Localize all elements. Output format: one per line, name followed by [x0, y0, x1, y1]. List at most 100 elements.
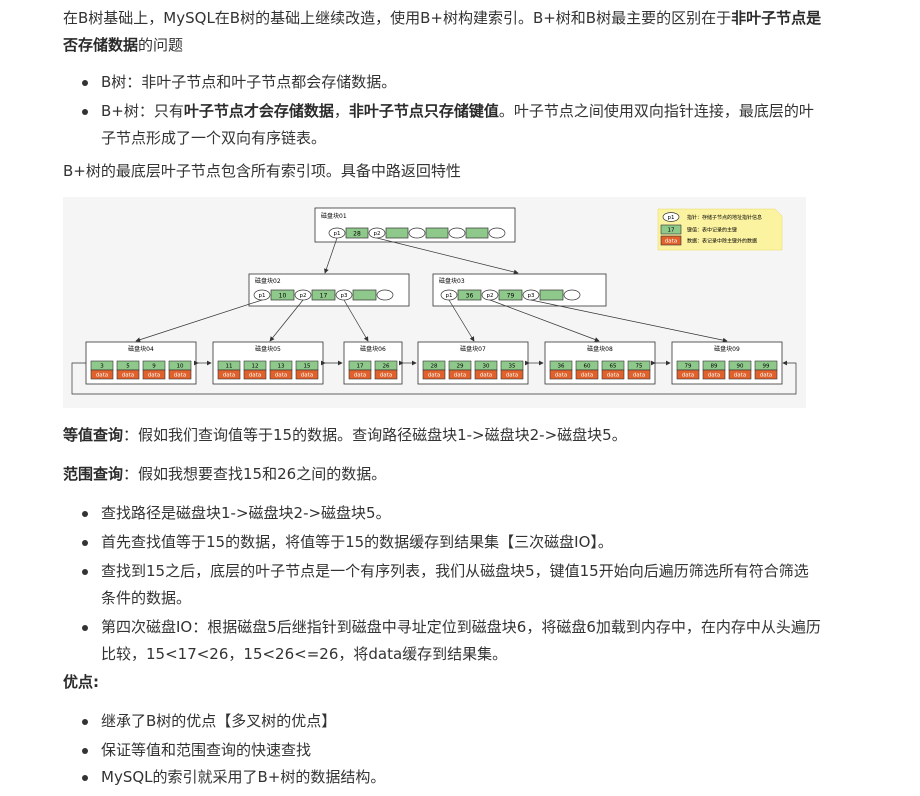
legend-key-symbol: 17	[668, 228, 675, 234]
list-item: 查找到15之后，底层的叶子节点是一个有序列表，我们从磁盘块5，键值15开始向后遍…	[63, 558, 823, 612]
leaf-data-cell	[168, 369, 192, 380]
pointer-label: p2	[300, 293, 307, 299]
intro-bold: 非叶子节点是否存储数据	[63, 9, 822, 54]
leaf-key-label: 12	[252, 364, 259, 370]
pointer-label: p1	[446, 293, 453, 299]
list-item: 第四次磁盘IO：根据磁盘5后继指针到磁盘中寻址定位到磁盘块6，将磁盘6加载到内存…	[63, 614, 823, 668]
leaf-key-label: 35	[509, 364, 516, 370]
leaf-key-label: 65	[610, 364, 617, 370]
leaf-title: 磁盘块05	[255, 345, 281, 353]
legend-pointer-symbol: p1	[668, 215, 675, 221]
leaf-key-label: 10	[177, 364, 184, 370]
leaf-data-cell	[702, 369, 726, 380]
leaf-key-label: 99	[763, 364, 770, 370]
node-title: 磁盘块03	[439, 277, 465, 285]
equal-query-text: ：假如我们查询值等于15的数据。查询路径磁盘块1->磁盘块2->磁盘块5。	[123, 426, 627, 444]
leaf-data-cell	[269, 369, 293, 380]
leaf-data-label: data	[633, 373, 645, 379]
leaf-data-label: data	[354, 373, 366, 379]
leaf-data-cell	[90, 369, 114, 380]
key-label: 79	[507, 293, 515, 300]
root-node: 磁盘块01 p1 28 p2	[314, 207, 516, 243]
leaf-title: 磁盘块08	[587, 345, 613, 353]
list-item-text: B+树：只有	[101, 102, 184, 120]
intro-text-end: 的问题	[138, 36, 184, 54]
node-title: 磁盘块01	[321, 212, 347, 220]
pointer-label: p1	[334, 231, 341, 237]
leaf-data-label: data	[122, 373, 134, 379]
key-label: 28	[353, 231, 361, 238]
list-item: 首先查找值等于15的数据，将值等于15的数据缓存到结果集【三次磁盘IO】。	[63, 529, 823, 556]
mid-left-node: 磁盘块02 p1 10 p2 17 p3	[248, 273, 410, 307]
leaf-key-label: 29	[457, 364, 464, 370]
leaf-data-label: data	[682, 373, 694, 379]
leaf-data-label: data	[607, 373, 619, 379]
leaf-data-label: data	[275, 373, 287, 379]
leaf-data-cell	[601, 369, 625, 380]
summary-text: B+树的最底层叶子节点包含所有索引项。具备中路返回特性	[63, 162, 461, 180]
leaf-data-label: data	[96, 373, 108, 379]
leaf-links	[71, 360, 797, 395]
key-label: 17	[320, 293, 328, 300]
leaf-data-label: data	[148, 373, 160, 379]
leaf-title: 磁盘块06	[360, 345, 386, 353]
leaf-data-cell	[142, 369, 166, 380]
leaf-data-cell	[474, 369, 498, 380]
pointer-label: p3	[341, 293, 348, 299]
leaf-key-label: 36	[558, 364, 565, 370]
leaf-key-label: 13	[278, 364, 285, 370]
tree-edges	[135, 237, 728, 343]
leaf-key-label: 89	[711, 364, 718, 370]
range-query-text: ：假如我想要查找15和26之间的数据。	[123, 465, 387, 483]
list-item-bold: 叶子节点才会存储数据	[183, 102, 334, 120]
intro-paragraph: 在B树基础上，MySQL在B树的基础上继续改造，使用B+树构建索引。B+树和B树…	[63, 5, 823, 59]
leaf-data-label: data	[581, 373, 593, 379]
leaf-nodes: 磁盘块043data5data9data10data磁盘块0511data12d…	[85, 341, 783, 385]
leaf-key-label: 15	[304, 364, 311, 370]
leaf-key-label: 26	[383, 364, 390, 370]
leaf-key-label: 17	[357, 364, 364, 370]
equal-query-paragraph: 等值查询：假如我们查询值等于15的数据。查询路径磁盘块1->磁盘块2->磁盘块5…	[63, 422, 823, 449]
list-item: MySQL的索引就采用了B+树的数据结构。	[63, 764, 823, 791]
list-item-text: 查找路径是磁盘块1->磁盘块2->磁盘块5。	[101, 504, 391, 522]
leaf-key-label: 28	[431, 364, 438, 370]
list-item-text: 查找到15之后，底层的叶子节点是一个有序列表，我们从磁盘块5，键值15开始向后遍…	[101, 562, 809, 607]
range-query-label: 范围查询	[63, 465, 124, 483]
leaf-data-label: data	[480, 373, 492, 379]
list-item: B树：非叶子节点和叶子节点都会存储数据。	[63, 69, 823, 96]
list-item-text: 继承了B树的优点【多叉树的优点】	[101, 712, 337, 730]
leaf-key-label: 75	[636, 364, 643, 370]
leaf-data-cell	[500, 369, 524, 380]
list-item-bold: 非叶子节点只存储键值	[348, 102, 499, 120]
compare-list: B树：非叶子节点和叶子节点都会存储数据。 B+树：只有叶子节点才会存储数据，非叶…	[63, 69, 823, 154]
advantages-label: 优点:	[63, 673, 99, 691]
list-item: B+树：只有叶子节点才会存储数据，非叶子节点只存储键值。叶子节点之间使用双向指针…	[63, 98, 823, 152]
leaf-data-cell	[549, 369, 573, 380]
key-label: 10	[279, 293, 287, 300]
advantages-heading: 优点:	[63, 669, 823, 696]
legend-key-desc: 键值：表中记录的主键	[687, 227, 737, 234]
list-item-text: B树：非叶子节点和叶子节点都会存储数据。	[101, 73, 397, 91]
list-item-text: MySQL的索引就采用了B+树的数据结构。	[101, 768, 386, 786]
leaf-data-cell	[448, 369, 472, 380]
leaf-key-label: 9	[152, 364, 156, 370]
bplus-tree-svg: 磁盘块01 p1 28 p2 磁盘块02 p1	[71, 207, 797, 395]
leaf-key-label: 30	[483, 364, 490, 370]
leaf-data-cell	[295, 369, 319, 380]
legend-data-desc: 数据：表记录中除主键外的数据	[687, 238, 757, 245]
leaf-data-label: data	[555, 373, 567, 379]
intro-text: 在B树基础上，MySQL在B树的基础上继续改造，使用B+树构建索引。B+树和B树…	[63, 9, 732, 27]
leaf-data-cell	[728, 369, 752, 380]
leaf-data-label: data	[506, 373, 518, 379]
list-item-text: 保证等值和范围查询的快速查找	[101, 741, 312, 759]
leaf-key-label: 79	[685, 364, 692, 370]
leaf-data-label: data	[174, 373, 186, 379]
list-item-text: 第四次磁盘IO：根据磁盘5后继指针到磁盘中寻址定位到磁盘块6，将磁盘6加载到内存…	[101, 618, 821, 663]
leaf-data-label: data	[708, 373, 720, 379]
leaf-data-label: data	[301, 373, 313, 379]
leaf-key-label: 5	[126, 364, 130, 370]
